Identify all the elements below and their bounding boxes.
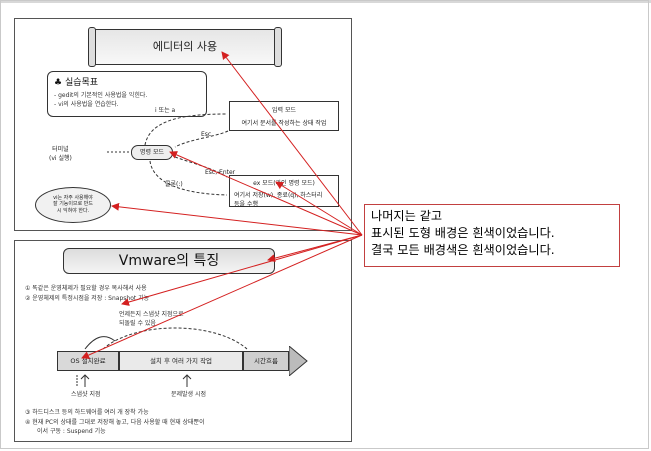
club-icon: ♣ (54, 78, 63, 88)
cloud-line1: vi는 자주 사용해야 (53, 195, 93, 201)
callout-line1: 언제든지 스냅샷 지점으로 (119, 311, 184, 318)
slide-vmware-features: Vmware의 특징 ① 똑같은 운영체제가 필요할 경우 복사해서 사용 ② … (14, 240, 352, 442)
timeline-work: 설치 후 여러 가지 작업 (119, 351, 243, 371)
timeline-arrowhead (289, 346, 308, 376)
objective-box: ♣ 실습목표 - gedit의 기본적인 사용법을 익힌다. - vi의 사용법… (47, 71, 207, 117)
timeline-bar: OS 설치완료 설치 후 여러 가지 작업 시간흐름 (57, 346, 308, 376)
callout-line2: 되돌릴 수 있음 (119, 320, 156, 327)
slide2-title: Vmware의 특징 (118, 253, 220, 269)
objective-line: - vi의 사용법을 연습한다. (54, 101, 119, 108)
terminal-line2: (vi 실행) (49, 155, 72, 162)
note-line1: 나머지는 같고 (371, 209, 443, 223)
timeline-time-flow: 시간흐름 (243, 351, 289, 371)
tip-cloud: vi는 자주 사용해야 잘 기능이므로 반드 시 익혀야 한다. (35, 187, 111, 223)
terminal-line1: 터미널 (52, 146, 69, 153)
label-i-or-a: i 또는 a (155, 107, 176, 114)
input-mode-desc: 여기서 문서를 작성하는 상태 작업 (241, 120, 327, 127)
ex-mode-line1: 여기서 저장(w), 종료(q), 하스터리 (234, 192, 323, 199)
objective-heading: 실습목표 (64, 78, 99, 88)
annotation-note: 나머지는 같고 표시된 도형 배경은 흰색이었습니다. 결국 모든 배경색은 흰… (364, 204, 620, 267)
marker-problem: 문제발생 시점 (171, 391, 207, 398)
slide1-title: 에디터의 사용 (152, 40, 218, 53)
label-esc: Esc (201, 131, 212, 138)
feature-point: ① 똑같은 운영체제가 필요할 경우 복사해서 사용 (25, 285, 147, 292)
slide-editor-usage: 에디터의 사용 ♣ 실습목표 - gedit의 기본적인 사용법을 익힌다. -… (14, 18, 352, 231)
slide1-title-scroll: 에디터의 사용 (88, 27, 282, 67)
feature-point: ② 운영체제의 특정시점을 저장 : Snapshot 기능 (25, 295, 150, 302)
feature-point: ③ 하드디스크 등의 하드웨어를 여러 개 장착 가능 (25, 409, 149, 416)
input-mode-box: 입력 모드 여기서 문서를 작성하는 상태 작업 (229, 101, 339, 131)
feature-point: 이서 구동 : Suspend 기능 (37, 428, 106, 435)
note-line2: 표시된 도형 배경은 흰색이었습니다. (371, 226, 555, 240)
feature-point: ④ 현재 PC의 상태를 그대로 저장해 놓고, 다음 사용할 때 현재 상태뿐… (25, 419, 205, 426)
input-mode-title: 입력 모드 (272, 107, 296, 114)
label-colon: 콜론(:) (165, 181, 183, 188)
note-line3: 결국 모든 배경색은 흰색이었습니다. (371, 243, 555, 257)
snapshot-curve (76, 327, 248, 387)
terminal-label: 터미널 (vi 실행) (49, 144, 72, 162)
label-esc-enter: Esc, Enter (205, 169, 236, 176)
command-mode-label: 명령 모드 (140, 149, 164, 156)
cloud-line2: 잘 기능이므로 반드 (53, 201, 93, 208)
top-rule (0, 0, 651, 3)
timeline-os-installed: OS 설치완료 (57, 351, 119, 371)
cloud-line3: 시 익혀야 한다. (56, 207, 90, 214)
marker-snapshot: 스냅샷 지점 (71, 391, 101, 398)
objective-line: - gedit의 기본적인 사용법을 익힌다. (54, 92, 148, 99)
ex-mode-line2: 등을 수행 (234, 201, 258, 208)
